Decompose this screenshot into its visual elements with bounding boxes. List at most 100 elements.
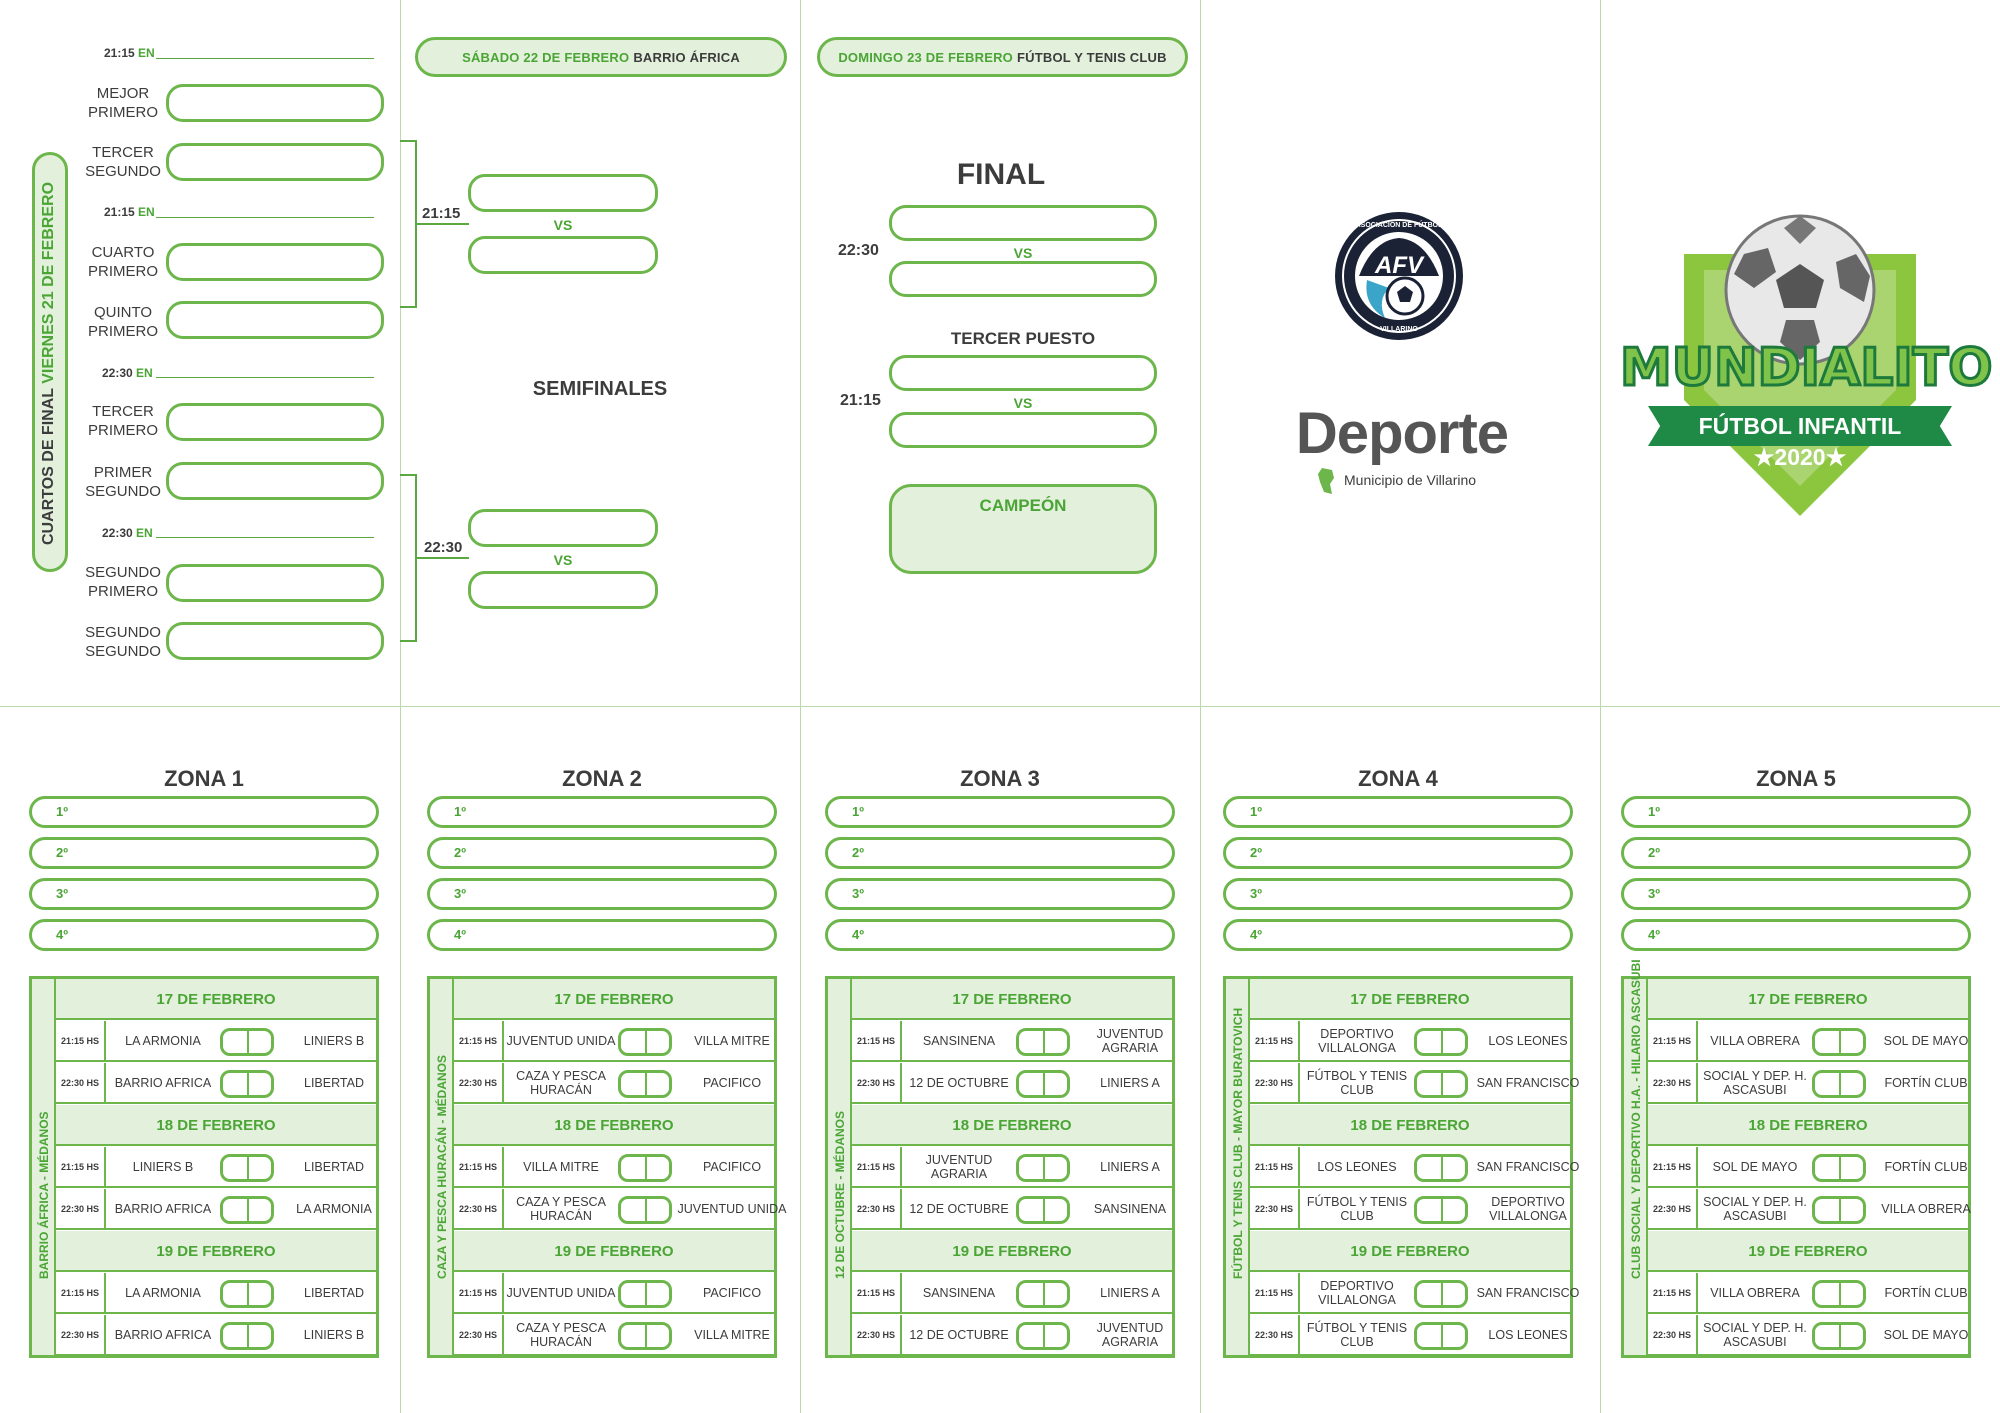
qf-slot-box[interactable] [166, 564, 384, 602]
score-box[interactable] [618, 1070, 672, 1098]
score-box[interactable] [1414, 1280, 1468, 1308]
schedule-date-row: 19 DE FEBRERO [454, 1231, 774, 1272]
away-team: SAN FRANCISCO [1476, 1285, 1580, 1300]
home-team: 12 DE OCTUBRE [909, 1075, 1009, 1090]
zone-rank-slot[interactable]: 1º [825, 796, 1175, 828]
score-box[interactable] [220, 1154, 274, 1182]
score-box[interactable] [220, 1322, 274, 1350]
zone-venue-label: BARRIO ÁFRICA - MÉDANOS [37, 1111, 51, 1279]
zone-rank-slot[interactable]: 3º [1621, 878, 1971, 910]
zone-rank-slot[interactable]: 4º [29, 919, 379, 951]
qf-slot-box[interactable] [166, 622, 384, 660]
score-box[interactable] [1016, 1154, 1070, 1182]
zone-rank-slot[interactable]: 3º [29, 878, 379, 910]
score-box[interactable] [1016, 1196, 1070, 1224]
score-box[interactable] [618, 1028, 672, 1056]
away-team: FORTÍN CLUB [1884, 1285, 1968, 1300]
sf-slot-box[interactable] [468, 509, 658, 547]
zone-rank-slot[interactable]: 1º [29, 796, 379, 828]
zone-rank-slot[interactable]: 3º [427, 878, 777, 910]
schedule-date-row: 17 DE FEBRERO [56, 979, 376, 1020]
sf-slot-box[interactable] [468, 236, 658, 274]
quarterfinals-title-pill [32, 152, 68, 572]
qf-slot-label: TERCER PRIMERO [87, 403, 158, 439]
score-box[interactable] [1016, 1322, 1070, 1350]
home-team: CAZA Y PESCA HURACÁN [516, 1320, 606, 1349]
venue-underline [156, 537, 374, 538]
score-box[interactable] [1812, 1322, 1866, 1350]
afv-top-text: ASOCIACIÓN DE FÚTBOL [1355, 222, 1443, 229]
champion-box[interactable] [889, 484, 1157, 574]
score-box[interactable] [220, 1028, 274, 1056]
qf-slot-box[interactable] [166, 84, 384, 122]
score-box[interactable] [1812, 1280, 1866, 1308]
score-box[interactable] [1414, 1028, 1468, 1056]
score-box[interactable] [1016, 1070, 1070, 1098]
zone-rank-slot[interactable]: 2º [29, 837, 379, 869]
score-box[interactable] [1812, 1028, 1866, 1056]
score-box[interactable] [1414, 1070, 1468, 1098]
qf-slot-box[interactable] [166, 301, 384, 339]
qf-slot-box[interactable] [166, 143, 384, 181]
score-box[interactable] [1414, 1154, 1468, 1182]
match-time: 21:15 HS [852, 1273, 902, 1312]
zone-rank-slot[interactable]: 4º [1621, 919, 1971, 951]
score-box[interactable] [618, 1280, 672, 1308]
score-box[interactable] [1812, 1196, 1866, 1224]
home-team: SOCIAL Y DEP. H. ASCASUBI [1703, 1194, 1807, 1223]
zone-rank-slot[interactable]: 2º [427, 837, 777, 869]
quarterfinals-panel: CUARTOS DE FINAL VIERNES 21 DE FEBRERO 2… [0, 0, 400, 706]
zone-rank-slot[interactable]: 3º [825, 878, 1175, 910]
score-box[interactable] [220, 1280, 274, 1308]
qf-slot-box[interactable] [166, 403, 384, 441]
score-box[interactable] [220, 1070, 274, 1098]
match-time: 22:30 HS [852, 1063, 902, 1102]
score-box[interactable] [1812, 1154, 1866, 1182]
zone-rank-slot[interactable]: 4º [427, 919, 777, 951]
home-team: SOL DE MAYO [1712, 1159, 1798, 1174]
score-box[interactable] [1016, 1028, 1070, 1056]
match-time: 21:15 HS [56, 1147, 106, 1186]
soccer-ball-icon [1724, 214, 1876, 366]
qf-slot-box[interactable] [166, 462, 384, 500]
zone-rank-slot[interactable]: 1º [1223, 796, 1573, 828]
bracket-line [400, 474, 417, 642]
final-slot-box[interactable] [889, 261, 1157, 297]
qf-slot-box[interactable] [166, 243, 384, 281]
zone-rank-slot[interactable]: 3º [1223, 878, 1573, 910]
score-box[interactable] [220, 1196, 274, 1224]
score-box[interactable] [618, 1322, 672, 1350]
sf-slot-box[interactable] [468, 571, 658, 609]
final-time: 22:30 [838, 242, 879, 259]
zone-rank-slot[interactable]: 4º [825, 919, 1175, 951]
home-team: BARRIO AFRICA [114, 1201, 212, 1216]
zone-rank-slot[interactable]: 4º [1223, 919, 1573, 951]
zone-rank-slot[interactable]: 1º [427, 796, 777, 828]
away-team: LINIERS A [1100, 1075, 1160, 1090]
sf-slot-box[interactable] [468, 174, 658, 212]
schedule-date-row: 19 DE FEBRERO [1648, 1231, 1968, 1272]
match-time: 21:15 HS [56, 1273, 106, 1312]
score-box[interactable] [1812, 1070, 1866, 1098]
zone-rank-slot[interactable]: 2º [1223, 837, 1573, 869]
mundialito-panel: MUNDIALITO FÚTBOL INFANTIL ★2020★ [1600, 0, 2000, 706]
home-team: DEPORTIVO VILLALONGA [1318, 1026, 1396, 1055]
zone-rank-slot[interactable]: 2º [825, 837, 1175, 869]
away-team: LIBERTAD [304, 1075, 364, 1090]
score-box[interactable] [1016, 1280, 1070, 1308]
score-box[interactable] [1414, 1322, 1468, 1350]
third-place-slot-box[interactable] [889, 412, 1157, 448]
final-slot-box[interactable] [889, 205, 1157, 241]
score-box[interactable] [618, 1154, 672, 1182]
score-box[interactable] [618, 1196, 672, 1224]
qf-slot-label: QUINTO PRIMERO [87, 304, 158, 340]
away-team: SAN FRANCISCO [1476, 1159, 1580, 1174]
third-place-slot-box[interactable] [889, 355, 1157, 391]
zone-rank-slot[interactable]: 2º [1621, 837, 1971, 869]
zone-rank-slot[interactable]: 1º [1621, 796, 1971, 828]
zone-venue-strip [1226, 979, 1250, 1355]
score-box[interactable] [1414, 1196, 1468, 1224]
